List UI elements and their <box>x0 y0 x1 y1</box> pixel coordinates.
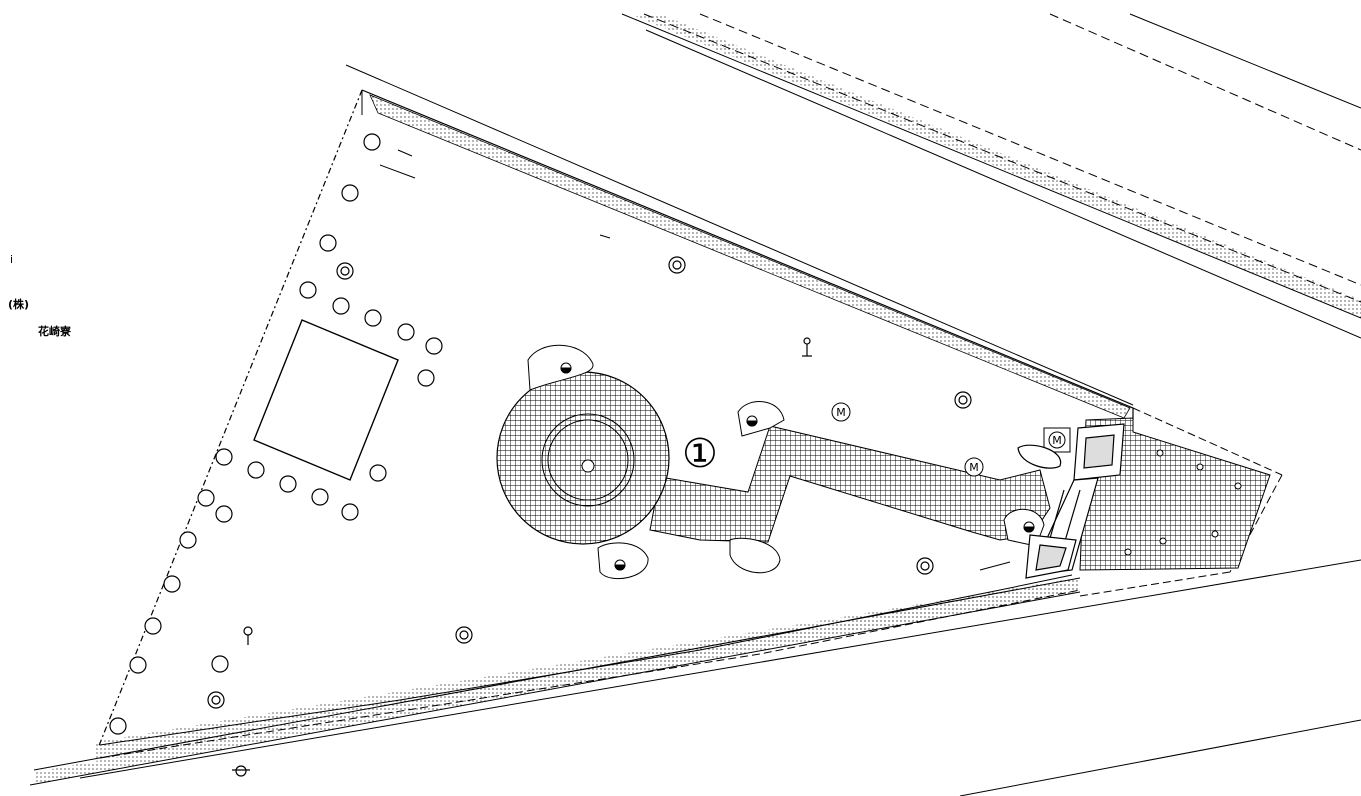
manhole-label: M <box>969 461 979 474</box>
manhole-label: M <box>836 406 846 419</box>
terrain-marks <box>379 149 1011 571</box>
tree-circles <box>109 133 443 735</box>
road-lines-north <box>621 13 1361 339</box>
area-number-marker: ① <box>682 431 718 477</box>
right-area-markers <box>1124 449 1242 556</box>
light-pole-symbols <box>207 256 972 709</box>
company-label: (株) <box>8 298 30 311</box>
road-lines-south <box>29 559 1361 796</box>
sign-post-symbols <box>232 337 812 777</box>
dormitory-label: 花崎寮 <box>38 325 71 338</box>
entrance-structure <box>1017 423 1125 579</box>
manhole-symbols: M M M <box>831 402 1071 477</box>
manhole-label: M <box>1052 434 1062 447</box>
park-boundary <box>96 64 1283 760</box>
paved-path <box>496 371 1271 571</box>
shelter-building <box>253 319 399 481</box>
corner-mark: i <box>10 253 14 266</box>
lamp-symbols <box>560 362 1035 571</box>
